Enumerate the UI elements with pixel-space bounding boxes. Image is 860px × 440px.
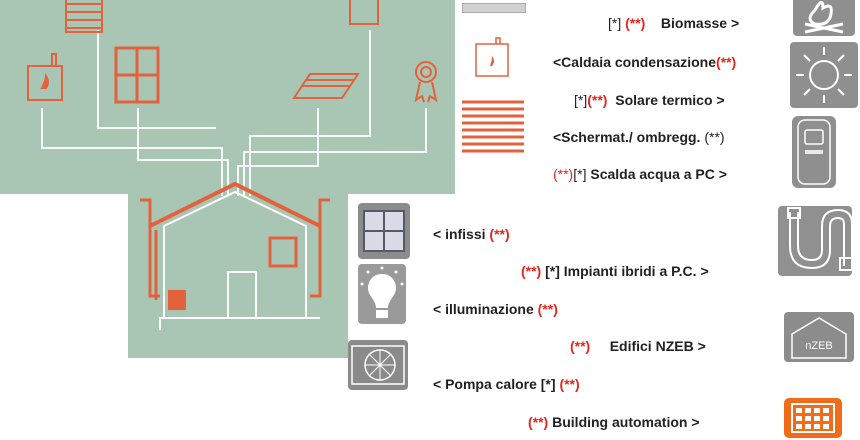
boiler-icon xyxy=(472,36,514,80)
shutter-icon xyxy=(460,96,526,156)
house-boiler xyxy=(168,290,186,310)
water-heater-icon xyxy=(792,116,836,188)
svg-text:nZEB: nZEB xyxy=(805,340,833,352)
solar-icon xyxy=(790,42,858,108)
label-caldaia-condensazione: <Caldaia condensazione(**) xyxy=(553,54,737,70)
window-icon xyxy=(349,0,379,25)
label-scalda-acqua: (**)[*] Scalda acqua a PC > xyxy=(553,166,727,182)
label-schermat-ombregg: <Schermat./ ombregg. (**) xyxy=(553,129,725,145)
certificate-icon xyxy=(414,61,438,103)
window-icon xyxy=(358,203,410,259)
building-automation-icon xyxy=(784,398,842,438)
house-icon xyxy=(140,181,330,298)
hybrid-pipe-icon xyxy=(778,206,852,276)
shutter-icon xyxy=(65,0,103,33)
window-icon xyxy=(114,46,160,104)
label-solare-termico: [*](**) Solare termico > xyxy=(574,92,725,108)
label-infissi: < infissi (**) xyxy=(433,226,510,242)
biomass-icon xyxy=(793,0,855,36)
label-pompa-calore: < Pompa calore [*] (**) xyxy=(433,376,580,392)
label-building-automation: (**) Building automation > xyxy=(528,414,700,430)
fan-icon xyxy=(348,340,408,390)
nzeb-house-icon: nZEB xyxy=(784,312,854,362)
connector-lines xyxy=(41,30,427,196)
top-strip-icon xyxy=(461,0,527,14)
label-illuminazione: < illuminazione (**) xyxy=(433,301,558,317)
label-impianti-ibridi: (**) [*] Impianti ibridi a P.C. > xyxy=(521,263,709,279)
label-biomasse: [*] (**) Biomasse > xyxy=(608,15,740,31)
bulb-icon xyxy=(358,264,406,324)
label-edifici-nzeb: (**) Edifici NZEB > xyxy=(570,338,706,354)
house-door xyxy=(227,271,257,319)
house-energy-illustration xyxy=(27,0,438,330)
house-body xyxy=(159,190,320,330)
boiler-icon xyxy=(27,53,63,101)
house-window xyxy=(268,236,298,268)
solar-icon xyxy=(292,73,360,99)
